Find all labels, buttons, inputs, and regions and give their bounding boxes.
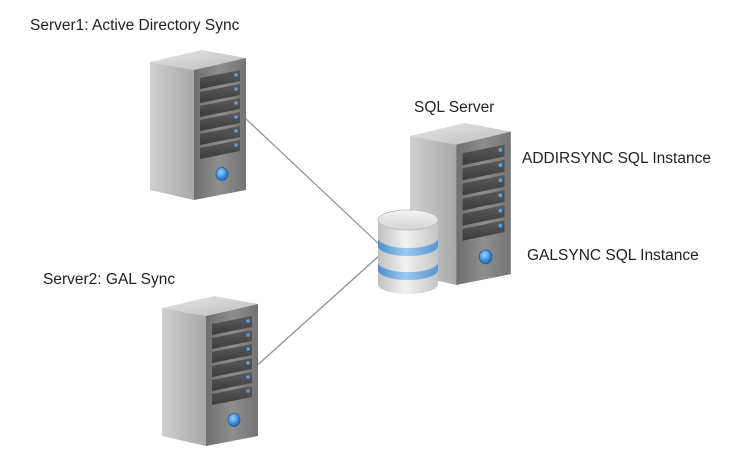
- server2-label: Server2: GAL Sync: [43, 271, 176, 288]
- galsync-instance-label: GALSYNC SQL Instance: [527, 247, 699, 264]
- server1-label: Server1: Active Directory Sync: [30, 17, 240, 34]
- connector-server1-database: [244, 117, 381, 246]
- connector-server2-database: [251, 254, 381, 371]
- server1-icon: [149, 49, 247, 201]
- database-icon: [377, 209, 439, 294]
- sql-server-label: SQL Server: [414, 99, 495, 116]
- addirsync-instance-label: ADDIRSYNC SQL Instance: [522, 150, 711, 167]
- server2-icon: [161, 295, 259, 447]
